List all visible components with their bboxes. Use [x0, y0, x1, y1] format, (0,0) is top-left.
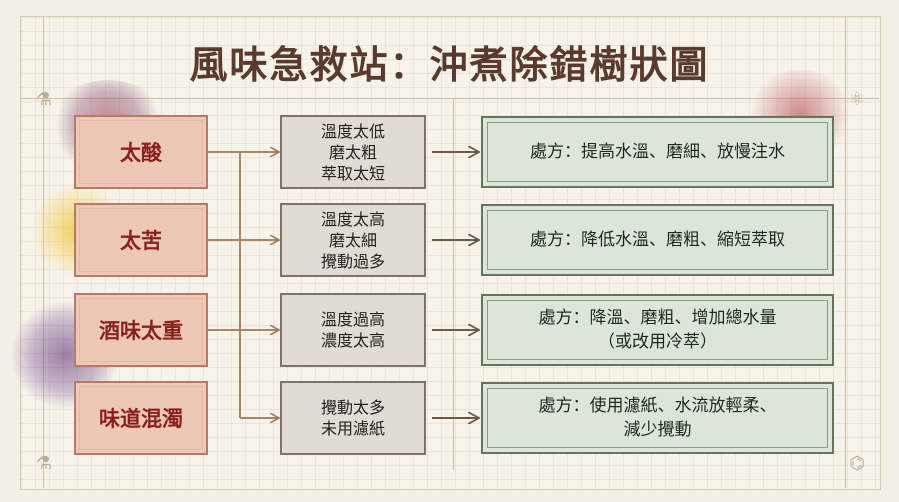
frame-line-mid [453, 98, 454, 470]
atom-icon: ⚛ [848, 88, 866, 110]
cause-line: 溫度過高 [320, 310, 385, 329]
remedy-box-boozy: 處方：降溫、磨粗、增加總水量 （或改用冷萃） [481, 294, 834, 366]
beaker-icon: ⚗ [35, 452, 53, 474]
cause-box-boozy: 溫度過高 濃度太高 [280, 293, 426, 367]
symptom-box-muddy: 味道混濁 [74, 381, 208, 455]
symptom-label: 太酸 [120, 141, 162, 165]
symptom-label: 酒味太重 [99, 319, 183, 343]
symptom-label: 味道混濁 [99, 407, 183, 431]
symptom-box-boozy: 酒味太重 [74, 293, 208, 367]
flask-icon: ⚗ [35, 88, 53, 110]
cause-line: 萃取太短 [320, 163, 385, 183]
remedy-box-muddy: 處方：使用濾紙、水流放輕柔、 減少攪動 [481, 382, 834, 454]
page-title: 風味急救站：沖煮除錯樹狀圖 [189, 43, 710, 87]
remedy-line: 處方：提高水溫、磨細、放慢注水 [530, 142, 785, 162]
remedy-line: 處方：降低水溫、磨粗、縮短萃取 [530, 230, 785, 250]
remedy-line: 處方：使用濾紙、水流放輕柔、 [538, 396, 777, 416]
cause-line: 溫度太低 [320, 121, 385, 141]
cause-line: 磨太細 [328, 230, 377, 250]
remedy-line: （或改用冷萃） [598, 332, 717, 352]
cause-line: 磨太粗 [328, 142, 377, 162]
symptom-box-bitter: 太苦 [74, 203, 208, 277]
frame-line-right [845, 16, 846, 488]
remedy-line: 處方：降溫、磨粗、增加總水量 [538, 308, 777, 328]
cause-box-sour: 溫度太低 磨太粗 萃取太短 [280, 115, 426, 189]
remedy-box-bitter: 處方：降低水溫、磨粗、縮短萃取 [481, 204, 834, 276]
cause-line: 溫度太高 [320, 209, 385, 229]
cause-box-muddy: 攪動太多 未用濾紙 [280, 381, 426, 455]
symptom-label: 太苦 [120, 229, 162, 253]
remedy-box-sour: 處方：提高水溫、磨細、放慢注水 [481, 116, 834, 188]
cause-line: 濃度太高 [320, 331, 385, 350]
molecule-icon: ⌬ [849, 452, 865, 474]
cause-line: 攪動過多 [320, 251, 385, 271]
cause-box-bitter: 溫度太高 磨太細 攪動過多 [280, 203, 426, 277]
remedy-line: 減少攪動 [623, 420, 692, 440]
cause-line: 攪動太多 [320, 398, 385, 417]
symptom-box-sour: 太酸 [74, 115, 208, 189]
cause-line: 未用濾紙 [320, 419, 385, 438]
frame-line-top [20, 98, 879, 99]
